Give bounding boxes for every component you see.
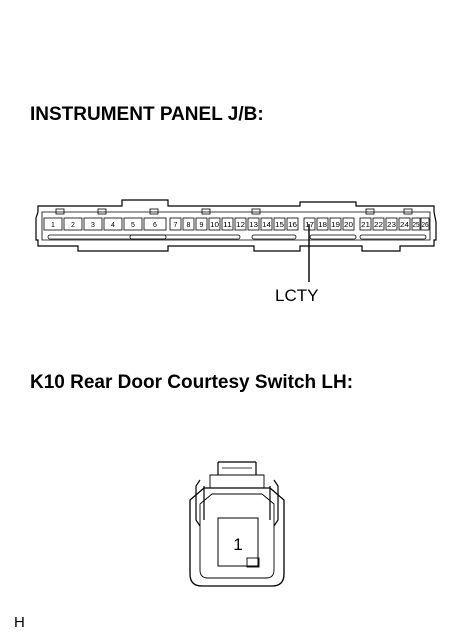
jb-pin bbox=[83, 217, 103, 231]
jb-pin bbox=[398, 217, 411, 231]
jb-pin-label: 26 bbox=[422, 222, 429, 229]
jb-pin-label: 6 bbox=[153, 222, 157, 229]
jb-pin-label: 21 bbox=[361, 222, 370, 229]
jb-pin-label: 3 bbox=[91, 222, 95, 229]
jb-pin bbox=[195, 217, 208, 231]
jb-connector-title: INSTRUMENT PANEL J/B: bbox=[30, 104, 264, 125]
jb-connector-housing bbox=[35, 199, 437, 252]
jb-pin bbox=[43, 217, 63, 231]
jb-pin-label: 23 bbox=[387, 222, 396, 229]
jb-pin-label: 4 bbox=[111, 222, 115, 229]
jb-pin bbox=[385, 217, 398, 231]
jb-pin-label: 20 bbox=[344, 222, 353, 229]
jb-pin bbox=[221, 217, 234, 231]
jb-pin-label: 13 bbox=[249, 222, 258, 229]
door-switch-connector-title: K10 Rear Door Courtesy Switch LH: bbox=[30, 372, 354, 393]
jb-pin-label: 1 bbox=[51, 222, 55, 229]
jb-pin-label: 22 bbox=[374, 222, 383, 229]
jb-pin-label: 11 bbox=[223, 222, 232, 229]
jb-pin-row bbox=[43, 217, 430, 231]
jb-pin-label: 8 bbox=[187, 222, 191, 229]
jb-pin bbox=[316, 217, 329, 231]
jb-pin bbox=[260, 217, 273, 231]
jb-pin bbox=[372, 217, 385, 231]
jb-pin-label: 12 bbox=[236, 222, 245, 229]
jb-pin-label: 25 bbox=[413, 222, 420, 229]
jb-pin-label: 19 bbox=[331, 222, 340, 229]
jb-pin bbox=[169, 217, 182, 231]
jb-pin-label: 2 bbox=[71, 222, 75, 229]
jb-pin bbox=[123, 217, 143, 231]
door-switch-connector-housing bbox=[189, 461, 285, 587]
jb-pin bbox=[420, 217, 430, 231]
jb-pin-label: 18 bbox=[318, 222, 327, 229]
jb-pin bbox=[182, 217, 195, 231]
lcty-wire-label: LCTY bbox=[275, 286, 318, 305]
door-switch-pin bbox=[217, 517, 259, 567]
footer-code: H bbox=[14, 614, 25, 631]
jb-pin bbox=[143, 217, 167, 231]
jb-pin-label: 9 bbox=[200, 222, 204, 229]
door-switch-pin-label: 1 bbox=[233, 535, 242, 554]
jb-pin bbox=[63, 217, 83, 231]
jb-pin bbox=[411, 217, 421, 231]
jb-pin bbox=[329, 217, 342, 231]
jb-pin bbox=[208, 217, 221, 231]
jb-pin-label: 10 bbox=[210, 222, 219, 229]
jb-pin bbox=[103, 217, 123, 231]
jb-pin-label: 5 bbox=[131, 222, 135, 229]
jb-pin-label: 15 bbox=[275, 222, 284, 229]
jb-pin-label: 16 bbox=[288, 222, 297, 229]
jb-pin bbox=[359, 217, 372, 231]
jb-pin bbox=[234, 217, 247, 231]
jb-pin bbox=[247, 217, 260, 231]
jb-pin-label: 14 bbox=[262, 222, 271, 229]
jb-pin-label: 17 bbox=[305, 222, 314, 229]
jb-pin bbox=[342, 217, 355, 231]
jb-pin bbox=[286, 217, 299, 231]
jb-pin-label: 7 bbox=[174, 222, 178, 229]
jb-pin-labels: 1 2 3 4 5 6 7 8 9 10 11 12 13 14 15 16 1… bbox=[51, 222, 429, 229]
jb-pin-label: 24 bbox=[400, 222, 409, 229]
jb-pin bbox=[273, 217, 286, 231]
